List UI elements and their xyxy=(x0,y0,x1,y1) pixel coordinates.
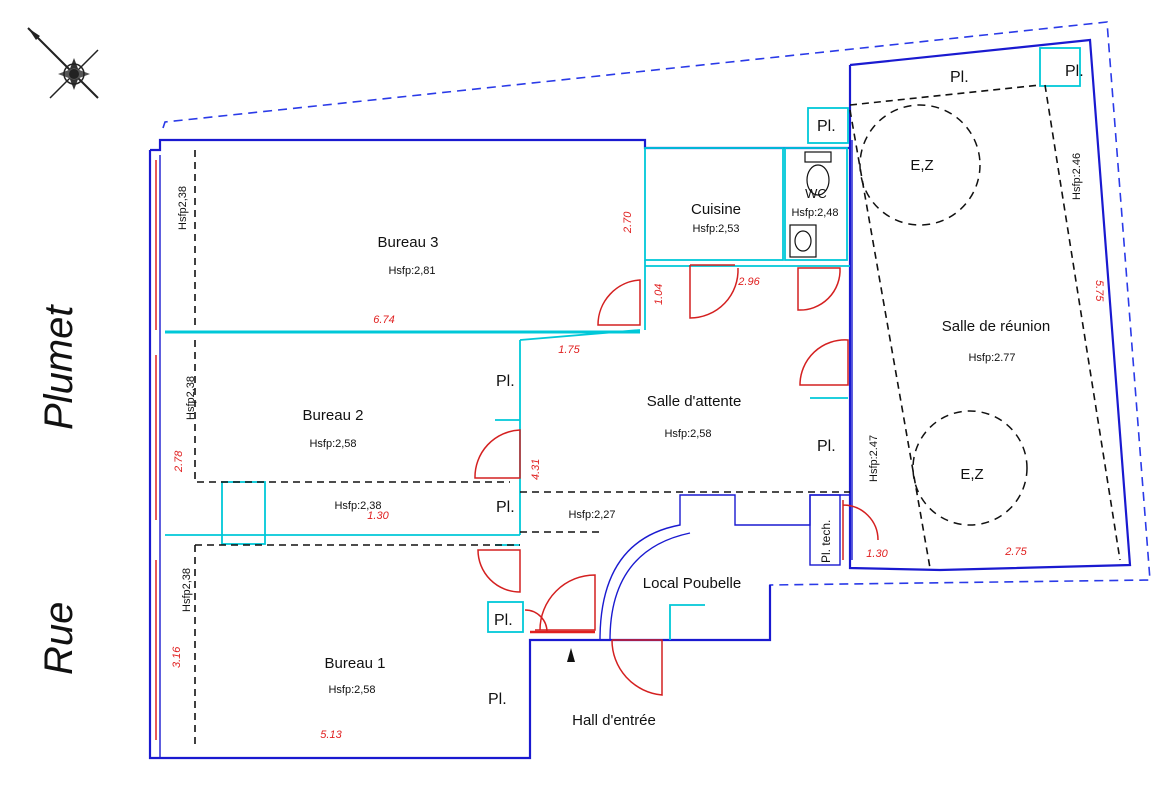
door-bureau3[interactable] xyxy=(597,279,641,326)
placard-hall xyxy=(487,601,524,633)
placard-top xyxy=(807,107,849,144)
hsfp-bureau2: Hsfp:2,58 xyxy=(309,438,356,450)
placard-label-3: Pl. xyxy=(494,612,513,629)
dim-b3-height: 2.70 xyxy=(622,211,634,234)
hsfp-reunion-right: Hsfp:2.46 xyxy=(1071,153,1083,200)
room-reunion: Salle de réunion xyxy=(942,318,1050,335)
door-attente-reunion[interactable] xyxy=(799,339,849,386)
street-bottom: Rue xyxy=(37,602,81,675)
beam-b1 xyxy=(194,544,520,745)
hsfp-side-b3: Hsfp2,38 xyxy=(177,186,189,230)
beam-reunion-left xyxy=(849,109,931,569)
room-wc: WC xyxy=(805,186,827,201)
dim-pltech: 1.30 xyxy=(866,548,888,560)
door-entree[interactable] xyxy=(611,639,663,696)
ez-circle-top xyxy=(859,104,981,226)
door-placard[interactable] xyxy=(524,609,548,633)
room-poubelle: Local Poubelle xyxy=(643,575,741,592)
ez-circle-bottom xyxy=(912,410,1028,526)
compass-icon xyxy=(27,27,99,99)
room-pltech: Pl. tech. xyxy=(819,520,833,563)
room-bureau2: Bureau 2 xyxy=(303,407,364,424)
hsfp-bureau1: Hsfp:2,58 xyxy=(328,684,375,696)
placard-label-1: Pl. xyxy=(496,373,515,390)
placard-label-6: Pl. xyxy=(817,118,836,135)
placard-label-8: Pl. xyxy=(1065,63,1084,80)
dim-reunion-width: 2.75 xyxy=(1004,546,1027,558)
beam-b2 xyxy=(194,340,510,483)
door-cuisine[interactable] xyxy=(689,264,739,319)
dim-cuisine-door: 1.04 xyxy=(653,284,665,305)
beam-reunion-right xyxy=(1044,84,1121,561)
hsfp-cuisine: Hsfp:2,53 xyxy=(692,223,739,235)
room-bureau1: Bureau 1 xyxy=(325,655,386,672)
door-bureau2[interactable] xyxy=(474,429,521,479)
placard-label-5: Pl. xyxy=(817,438,836,455)
placard-reunion xyxy=(1039,47,1081,87)
plot-boundary xyxy=(162,21,1151,640)
hsfp-reunion: Hsfp:2.77 xyxy=(968,352,1015,364)
room-attente: Salle d'attente xyxy=(647,393,742,410)
pl-tech-wall xyxy=(809,494,841,566)
entry-arrow-icon xyxy=(567,648,575,662)
cuisine-wall xyxy=(644,147,784,261)
dim-reunion-height: 5.75 xyxy=(1093,280,1105,302)
sink-icon xyxy=(789,224,817,258)
outer-wall xyxy=(148,150,772,760)
placard-label-2: Pl. xyxy=(496,499,515,516)
dim-corridor: 1.30 xyxy=(367,510,389,522)
placard-label-4: Pl. xyxy=(488,691,507,708)
placard-label-7: Pl. xyxy=(950,69,969,86)
dim-attente-top: 1.75 xyxy=(558,344,580,356)
hsfp-side-b1: Hsfp2,38 xyxy=(181,568,193,612)
poubelle-wall xyxy=(599,494,850,641)
ez-label-top: E,Z xyxy=(910,157,933,174)
beam-reunion-top xyxy=(849,84,1041,106)
door-wc[interactable] xyxy=(797,267,841,311)
dim-b1-width: 5.13 xyxy=(320,729,342,741)
corridor-pillar xyxy=(221,481,266,545)
hsfp-attente: Hsfp:2,58 xyxy=(664,428,711,440)
reunion-wall xyxy=(848,38,1132,572)
dim-b3-width: 6.74 xyxy=(373,314,394,326)
room-cuisine: Cuisine xyxy=(691,201,741,218)
ez-label-bottom: E,Z xyxy=(960,466,983,483)
dim-b2-height: 2.78 xyxy=(173,450,185,473)
room-bureau3: Bureau 3 xyxy=(378,234,439,251)
beam-attente xyxy=(520,491,850,533)
hsfp-corridor: Hsfp:2,38 xyxy=(334,500,381,512)
dim-attente-side: 4.31 xyxy=(530,459,542,480)
dim-b1-height: 3.16 xyxy=(171,646,183,668)
dim-cuisine-width: 2.96 xyxy=(737,276,760,288)
door-pltech[interactable] xyxy=(842,500,879,560)
hsfp-bureau3: Hsfp:2,81 xyxy=(388,265,435,277)
poubelle-inner xyxy=(669,604,705,640)
hsfp-wc: Hsfp:2,48 xyxy=(791,207,838,219)
door-bureau1[interactable] xyxy=(477,549,521,593)
street-top: Plumet xyxy=(37,304,81,430)
partition-attente-top xyxy=(519,329,641,341)
wc-wall xyxy=(784,147,848,261)
toilet-icon xyxy=(804,151,832,196)
doors xyxy=(474,264,879,696)
hsfp-attente-low: Hsfp:2,27 xyxy=(568,509,615,521)
hsfp-reunion-left: Hsfp:2.47 xyxy=(868,435,880,482)
room-hall: Hall d'entrée xyxy=(572,712,656,729)
hsfp-side-b2: Hsfp2,38 xyxy=(185,376,197,420)
